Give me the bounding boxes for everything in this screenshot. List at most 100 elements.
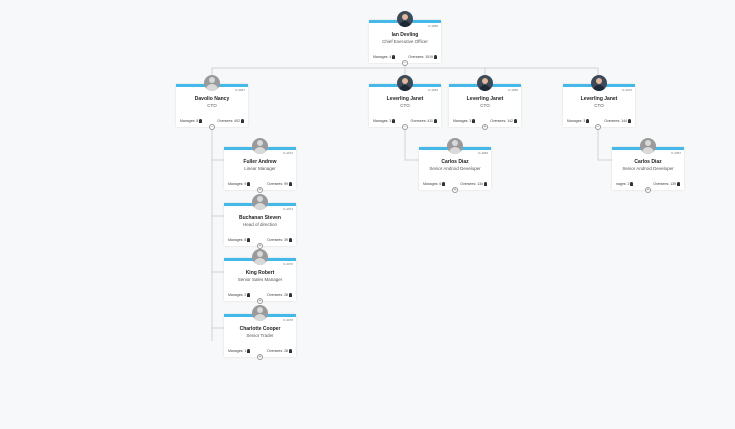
node-title: Senior Trader	[246, 333, 274, 338]
person-icon	[628, 119, 631, 123]
person-icon	[434, 119, 437, 123]
org-node-king-robert[interactable]: O-4076 King Robert Senior Sales Manager …	[224, 249, 296, 301]
org-node-davolio-nancy[interactable]: O-4087 Davolio Nancy CTO Manages: 8 Over…	[176, 75, 248, 127]
node-oversees: Oversees: 144	[604, 119, 631, 123]
node-title: CTO	[400, 103, 410, 108]
expand-toggle[interactable]: +	[257, 354, 263, 360]
collapse-toggle[interactable]: −	[209, 124, 215, 130]
node-id: O-4078	[282, 318, 293, 322]
generic-avatar-icon	[204, 75, 220, 91]
node-name: Charlotte Cooper	[239, 326, 281, 332]
person-icon	[392, 55, 396, 59]
expand-toggle[interactable]: +	[257, 187, 263, 193]
node-id: O-4080	[427, 24, 438, 28]
org-node-leverling-janet-1[interactable]: O-4084 Leverling Janet CTO Manages: 3 Ov…	[369, 75, 441, 127]
org-node-carlos-diaz-1[interactable]: O-4083 Carlos Diaz Senior Android Develo…	[419, 138, 491, 190]
node-oversees: Oversees: 1519	[408, 55, 437, 59]
person-icon	[442, 182, 446, 186]
node-id: O-4074	[282, 207, 293, 211]
collapse-toggle[interactable]: −	[402, 124, 408, 130]
collapse-toggle[interactable]: −	[595, 124, 601, 130]
node-id: O-4076	[282, 262, 293, 266]
person-icon	[472, 119, 476, 123]
node-title: CTO	[207, 103, 217, 108]
link-line	[211, 63, 406, 77]
node-id: O-4084	[427, 88, 438, 92]
expand-toggle[interactable]: +	[482, 124, 488, 130]
node-name: King Robert	[245, 270, 275, 276]
photo-avatar-icon	[397, 11, 413, 27]
node-oversees: Oversees: 139	[653, 182, 680, 186]
collapse-toggle[interactable]: −	[402, 60, 408, 66]
person-icon	[247, 182, 251, 186]
node-oversees: Oversees: 28	[267, 293, 292, 297]
node-manages: Manages: 1	[228, 349, 251, 353]
node-title: Senior Sales Manager	[237, 277, 283, 282]
node-title: CTO	[594, 103, 604, 108]
node-id: O-4087	[234, 88, 245, 92]
generic-avatar-icon	[640, 138, 656, 154]
photo-avatar-icon	[477, 75, 493, 91]
person-icon	[199, 119, 203, 123]
node-id: O-4087	[670, 151, 681, 155]
generic-avatar-icon	[447, 138, 463, 154]
node-manages: nages: 2	[616, 182, 634, 186]
node-manages: Manages: 3	[453, 119, 476, 123]
node-title: Senior Android Developer	[622, 166, 674, 171]
node-title: CTO	[480, 103, 490, 108]
person-icon	[247, 238, 251, 242]
node-id: O-4072	[282, 151, 293, 155]
node-manages: Manages: 8	[180, 119, 203, 123]
org-node-carlos-diaz-2[interactable]: O-4087 Carlos Diaz Senior Android Develo…	[612, 138, 684, 190]
person-icon	[514, 119, 517, 123]
org-node-ian-devling[interactable]: O-4080 Ian Devling Chief Executive Offic…	[369, 11, 441, 63]
org-node-leverling-janet-3[interactable]: O-4070 Leverling Janet CTO Manages: 3 Ov…	[563, 75, 635, 127]
node-id: O-4083	[477, 151, 488, 155]
person-icon	[630, 182, 634, 186]
node-name: Fuller Andrew	[243, 159, 277, 165]
node-oversees: Oversees: 28	[267, 349, 292, 353]
node-name: Davolio Nancy	[194, 96, 230, 102]
person-icon	[434, 55, 437, 59]
person-icon	[241, 119, 244, 123]
generic-avatar-icon	[252, 194, 268, 210]
person-icon	[289, 238, 292, 242]
link-line	[405, 67, 486, 77]
person-icon	[247, 293, 251, 297]
node-oversees: Oversees: 402	[217, 119, 244, 123]
node-oversees: Oversees: 142	[490, 119, 517, 123]
node-title: Senior Android Developer	[429, 166, 481, 171]
expand-toggle[interactable]: +	[257, 298, 263, 304]
org-node-charlotte-cooper[interactable]: O-4078 Charlotte Cooper Senior Trader Ma…	[224, 305, 296, 357]
node-name: Carlos Diaz	[634, 159, 662, 165]
node-manages: Manages: 9	[228, 182, 251, 186]
node-title: Head of direction	[242, 222, 278, 227]
node-name: Leverling Janet	[466, 96, 504, 102]
node-name: Carlos Diaz	[441, 159, 469, 165]
node-oversees: Oversees: 411	[410, 119, 437, 123]
expand-toggle[interactable]: +	[452, 187, 458, 193]
expand-toggle[interactable]: +	[645, 187, 651, 193]
node-title: Chief Executive Officer	[382, 39, 428, 44]
node-manages: Manages: 2	[228, 293, 251, 297]
person-icon	[247, 349, 251, 353]
node-name: Ian Devling	[391, 32, 419, 38]
node-id: O-4070	[621, 88, 632, 92]
org-node-fuller-andrew[interactable]: O-4072 Fuller Andrew Linear Manager Mana…	[224, 138, 296, 190]
person-icon	[289, 293, 292, 297]
person-icon	[289, 349, 292, 353]
generic-avatar-icon	[252, 305, 268, 321]
expand-toggle[interactable]: +	[257, 243, 263, 249]
generic-avatar-icon	[252, 249, 268, 265]
node-manages: Manages: 4	[373, 55, 396, 59]
person-icon	[586, 119, 590, 123]
node-oversees: Oversees: 39	[267, 238, 292, 242]
org-node-leverling-janet-2[interactable]: O-4086 Leverling Janet CTO Manages: 3 Ov…	[449, 75, 521, 127]
node-manages: Manages: 3	[567, 119, 590, 123]
org-node-buchanan-steven[interactable]: O-4074 Buchanan Steven Head of direction…	[224, 194, 296, 246]
node-oversees: Oversees: 99	[267, 182, 292, 186]
node-id: O-4086	[507, 88, 518, 92]
node-manages: Manages: 3	[373, 119, 396, 123]
